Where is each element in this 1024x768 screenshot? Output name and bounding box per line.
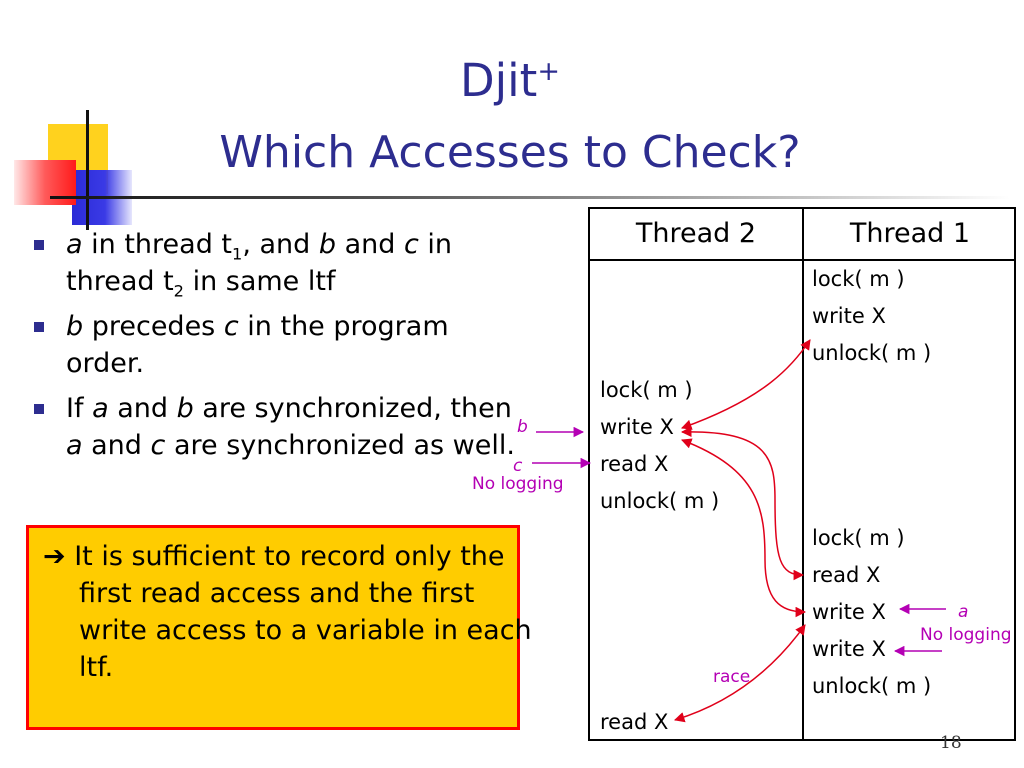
bullet-square-icon <box>34 404 44 414</box>
arrow-write-to-t1-read-icon <box>680 426 805 581</box>
page-number: 18 <box>940 733 962 753</box>
callout-box: ➔ It is sufficient to record only the fi… <box>26 525 532 730</box>
bullet-list: a in thread t1, and b and c in thread t2… <box>26 226 526 472</box>
text: precedes <box>83 311 224 342</box>
text: and <box>82 430 151 461</box>
t2-op-lock: lock( m ) <box>600 378 693 402</box>
text: are synchronized, then <box>193 393 512 424</box>
callout-text: ➔ It is sufficient to record only the fi… <box>43 538 549 686</box>
right-arrow-icon: ➔ <box>43 541 66 572</box>
label-a-no-logging: No logging <box>920 625 1012 645</box>
text: in thread t <box>66 229 453 297</box>
bullet-item-1: a in thread t1, and b and c in thread t2… <box>26 226 526 300</box>
text: are synchronized as well. <box>165 430 515 461</box>
var-b: b <box>176 393 194 424</box>
decor-vertical-line <box>86 110 89 230</box>
bullet-item-3: If a and b are synchronized, then a and … <box>26 390 526 464</box>
text: and <box>336 229 404 260</box>
decor-horizontal-rule <box>50 196 1010 199</box>
text: in the program order. <box>66 311 449 379</box>
t2-op-write: write X <box>600 415 674 439</box>
t1-op-lock: lock( m ) <box>812 267 905 291</box>
header-thread-2: Thread 2 <box>635 218 757 249</box>
label-a: a <box>958 602 969 622</box>
header-thread-1: Thread 1 <box>849 218 971 249</box>
label-c-no-logging: No logging <box>472 474 564 494</box>
t2-op-read-last: read X <box>600 710 669 734</box>
var-b: b <box>318 229 336 260</box>
arrow-write-to-t1-write-icon <box>681 339 811 430</box>
slide-title-line2: Which Accesses to Check? <box>219 127 801 178</box>
text: in thread t <box>82 229 232 260</box>
arrow-read-to-t1-write-icon <box>681 438 807 618</box>
var-a: a <box>66 430 83 461</box>
t1-op-write-2: write X <box>812 600 886 624</box>
label-b: b <box>517 417 528 437</box>
bullet-square-icon <box>34 240 44 250</box>
t1-op-write: write X <box>812 304 886 328</box>
slide-title-line1: Djit+ <box>150 54 870 108</box>
var-a: a <box>92 393 109 424</box>
text: in same ltf <box>183 266 336 297</box>
var-a: a <box>66 229 83 260</box>
title-text: Djit <box>460 54 538 107</box>
text: and <box>108 393 177 424</box>
t1-op-unlock: unlock( m ) <box>812 341 932 365</box>
text: , and <box>242 229 319 260</box>
t2-op-read: read X <box>600 452 669 476</box>
t1-op-lock-2: lock( m ) <box>812 526 905 550</box>
bullet-square-icon <box>34 322 44 332</box>
subscript: 1 <box>232 244 243 264</box>
bullet-item-2: b precedes c in the program order. <box>26 308 526 382</box>
var-c: c <box>223 311 239 342</box>
arrow-race-icon <box>673 624 806 723</box>
t1-op-unlock-2: unlock( m ) <box>812 674 932 698</box>
text: If <box>66 393 93 424</box>
var-c: c <box>403 229 419 260</box>
t1-op-read: read X <box>812 563 881 587</box>
var-b: b <box>66 311 84 342</box>
t1-op-write-3: write X <box>812 637 886 661</box>
title-superscript: + <box>537 56 560 87</box>
callout-body: It is sufficient to record only the firs… <box>65 541 532 683</box>
label-c: c <box>513 456 523 476</box>
var-c: c <box>150 430 166 461</box>
subscript: 2 <box>173 281 184 301</box>
